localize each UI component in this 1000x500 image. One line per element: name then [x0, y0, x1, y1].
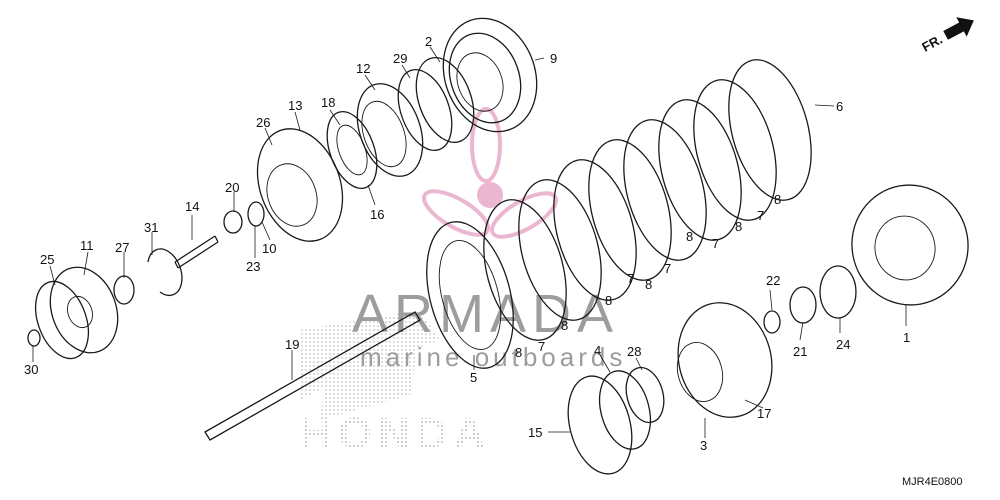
callout-8d: 8: [645, 277, 652, 292]
watermark-tagline: marine outboards: [360, 342, 626, 372]
watermark-maker: HONDA: [300, 409, 491, 458]
part-20-outline: [223, 210, 243, 234]
part-21-outline: [789, 286, 817, 324]
callout-3: 3: [700, 438, 707, 453]
callout-27: 27: [115, 240, 129, 255]
callout-8c: 8: [686, 229, 693, 244]
part-10-outline: [247, 201, 265, 227]
arrow-right-icon: [943, 17, 974, 40]
callout-7d: 7: [627, 271, 634, 286]
part-25-outline: [34, 280, 90, 360]
callout-5: 5: [470, 370, 477, 385]
callout-31: 31: [144, 220, 158, 235]
callout-25: 25: [40, 252, 54, 267]
part-9-outline: [442, 17, 538, 133]
watermark-brand: ARMADA: [352, 284, 619, 344]
callout-15: 15: [528, 425, 542, 440]
wing-watermark-icon: [300, 310, 440, 420]
part-22-outline: [763, 310, 781, 334]
callout-7a: 7: [757, 208, 764, 223]
part-31-outline: [147, 248, 183, 297]
front-label: FR.: [919, 32, 945, 55]
callout-6: 6: [836, 99, 843, 114]
callout-9: 9: [550, 51, 557, 66]
callout-2: 2: [425, 34, 432, 49]
part-outlines: [27, 17, 969, 475]
callout-8e: 8: [605, 293, 612, 308]
diagram-code: MJR4E0800: [902, 476, 963, 488]
callout-26: 26: [256, 115, 270, 130]
part-28-outline: [625, 366, 665, 424]
part-19-outline: [204, 311, 421, 441]
callout-14: 14: [185, 199, 199, 214]
callout-28: 28: [627, 344, 641, 359]
callout-18: 18: [321, 95, 335, 110]
part-18-outline: [326, 111, 378, 189]
callout-12: 12: [356, 61, 370, 76]
callout-8a: 8: [774, 192, 781, 207]
callout-7e: 7: [538, 339, 545, 354]
callout-13: 13: [288, 98, 302, 113]
callout-17: 17: [757, 406, 771, 421]
callout-20: 20: [225, 180, 239, 195]
callout-29: 29: [393, 51, 407, 66]
part-12-outline: [356, 83, 424, 177]
part-2-outline: [415, 57, 475, 143]
front-direction-indicator: FR.: [919, 17, 974, 55]
callout-21: 21: [793, 344, 807, 359]
callout-11: 11: [80, 238, 94, 253]
callout-8b: 8: [735, 219, 742, 234]
propeller-watermark-icon: [422, 107, 558, 239]
callout-7c: 7: [664, 261, 671, 276]
part-4-outline: [598, 370, 652, 450]
callout-22: 22: [766, 273, 780, 288]
part-30-outline: [27, 329, 41, 347]
part-13-outline: [256, 128, 344, 242]
callout-7b: 7: [712, 236, 719, 251]
part-14-outline: [174, 235, 219, 269]
part-11-outline: [49, 266, 119, 354]
callouts: 1 2 3 4 5 6 7 7 7 7 7 8 8 8 8 8 8 8 9 10…: [24, 34, 910, 453]
callout-23: 23: [246, 259, 260, 274]
callout-8f: 8: [561, 318, 568, 333]
part-15-outline: [567, 375, 633, 475]
callout-16: 16: [370, 207, 384, 222]
callout-19: 19: [285, 337, 299, 352]
part-24-outline: [819, 265, 857, 319]
part-27-outline: [113, 275, 135, 305]
callout-30: 30: [24, 362, 38, 377]
part-1-outline: [851, 184, 969, 306]
callout-1: 1: [903, 330, 910, 345]
callout-8g: 8: [515, 345, 522, 360]
clutch-plate-stack: [426, 59, 812, 369]
leader-lines: [32, 46, 907, 438]
part-17-outline: [676, 302, 773, 418]
part-29-outline: [397, 69, 453, 151]
callout-10: 10: [262, 241, 276, 256]
callout-24: 24: [836, 337, 850, 352]
callout-4: 4: [594, 343, 601, 358]
watermark: HONDA ARMADA marine outboards: [300, 107, 626, 458]
